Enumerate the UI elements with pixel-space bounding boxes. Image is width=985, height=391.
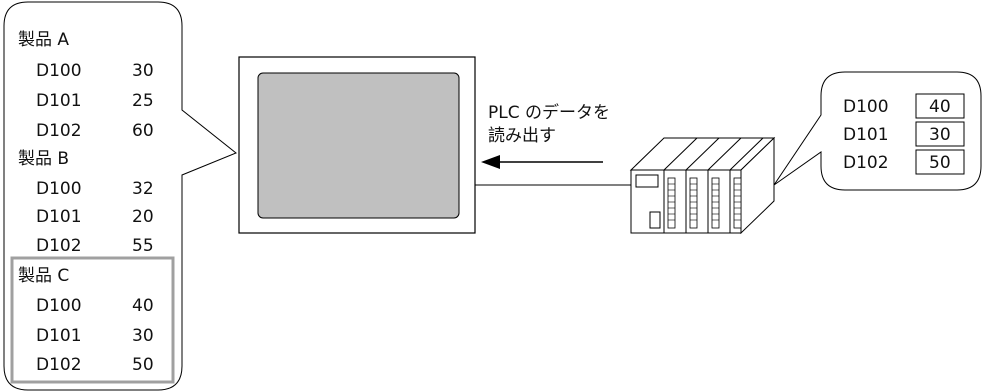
row-value: 30 — [132, 61, 154, 81]
plc-row-value: 40 — [929, 97, 951, 117]
row-value: 50 — [132, 355, 154, 375]
group-title-b: 製品 B — [18, 149, 69, 169]
plc-value-box — [915, 93, 965, 119]
row-addr: D102 — [36, 355, 82, 375]
hmi-display — [238, 56, 476, 234]
row-addr: D100 — [36, 61, 82, 81]
row-addr: D102 — [36, 236, 82, 256]
group-title-a: 製品 A — [18, 30, 69, 50]
group-title-c: 製品 C — [18, 266, 69, 286]
row-addr: D101 — [36, 91, 82, 111]
plc-value-box — [915, 121, 965, 147]
plc-row-value: 30 — [929, 125, 951, 145]
row-value: 40 — [132, 296, 154, 316]
arrow-caption-line1: PLC のデータを — [488, 102, 610, 123]
plc-row-addr: D102 — [843, 153, 889, 173]
highlight-frame — [10, 256, 175, 384]
plc-row-value: 50 — [929, 153, 951, 173]
row-value: 55 — [132, 236, 154, 256]
row-value: 30 — [132, 326, 154, 346]
row-value: 25 — [132, 91, 154, 111]
row-addr: D101 — [36, 207, 82, 227]
plc-device — [629, 136, 776, 235]
arrow-caption-line2: 読み出す — [488, 126, 556, 146]
row-value: 20 — [132, 207, 154, 227]
plc-row-addr: D100 — [843, 97, 889, 117]
plc-value-box — [915, 149, 965, 175]
plc-memory-list: D100 40 D101 30 D102 50 — [843, 93, 965, 175]
row-value: 32 — [132, 179, 154, 199]
recipe-list: 製品 A D100 30 D101 25 D102 60 製品 B D100 3… — [18, 30, 154, 375]
row-value: 60 — [132, 121, 154, 141]
hmi-screen — [257, 72, 460, 219]
row-addr: D100 — [36, 179, 82, 199]
row-addr: D101 — [36, 326, 82, 346]
plc-row-addr: D101 — [843, 125, 889, 145]
recipe-callout-bubble — [3, 1, 237, 391]
read-arrow — [481, 155, 603, 169]
row-addr: D100 — [36, 296, 82, 316]
row-addr: D102 — [36, 121, 82, 141]
